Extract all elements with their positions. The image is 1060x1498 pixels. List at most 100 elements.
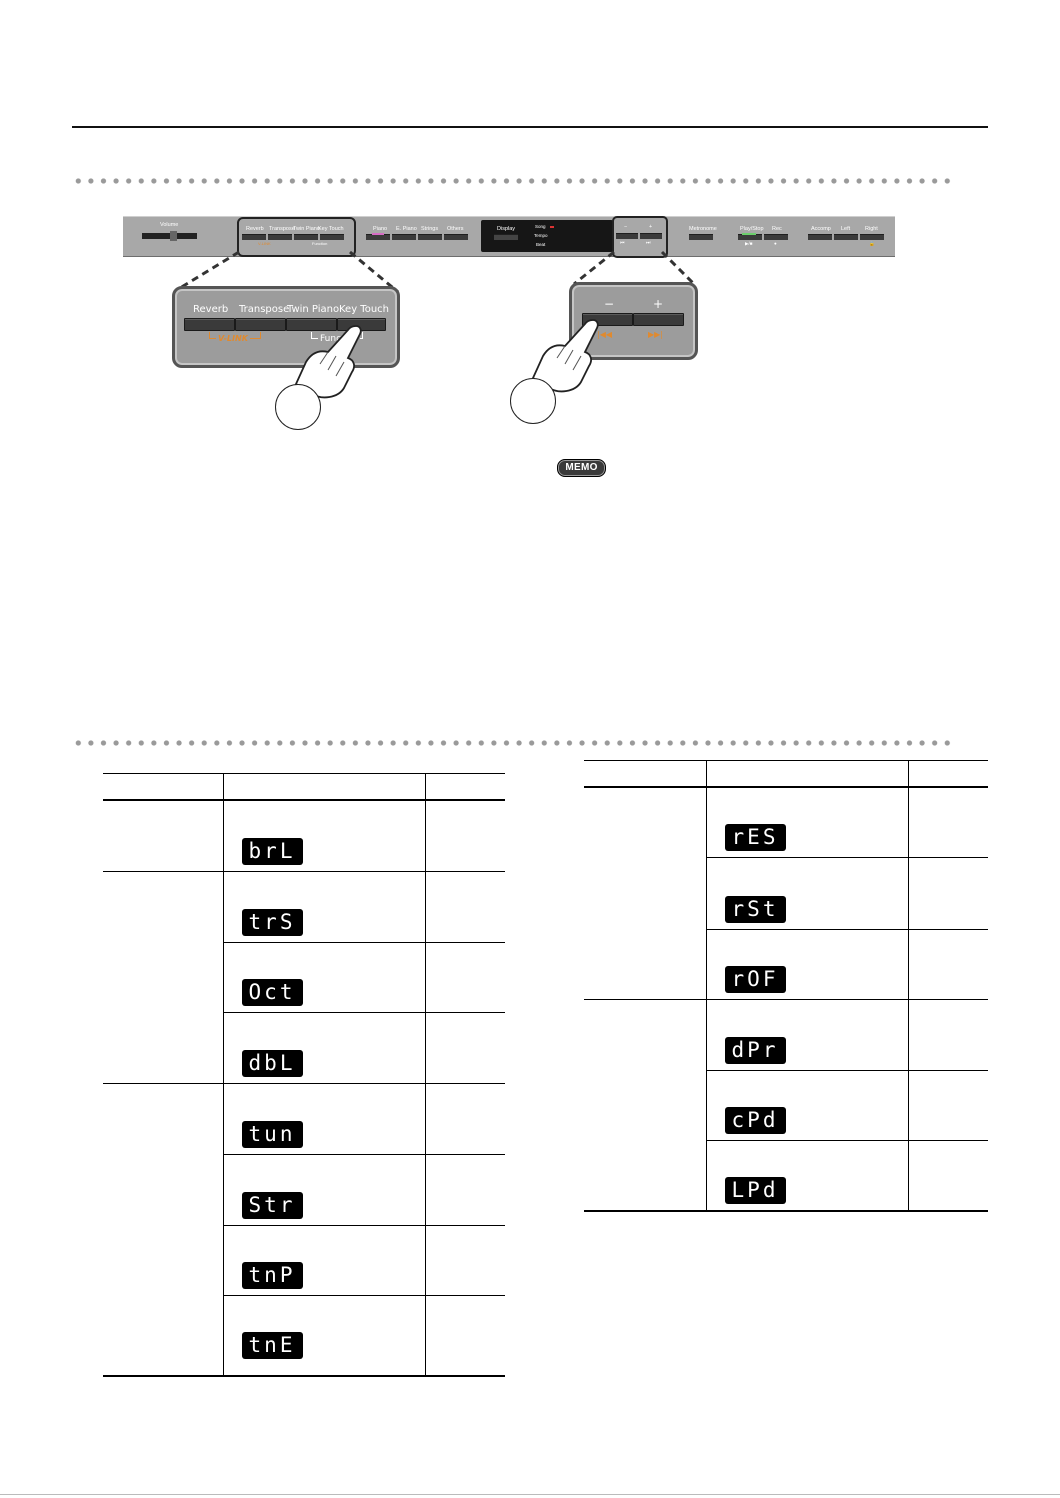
callout-leaders xyxy=(179,250,696,294)
panel-function-label: Function xyxy=(312,241,328,246)
panel-keytouch-label: Key Touch xyxy=(318,226,344,232)
lcd-display: rOF xyxy=(724,965,786,993)
panel-others-label: Others xyxy=(447,226,464,232)
table-row: tnP xyxy=(103,1224,505,1295)
panel-piano-label: Piano xyxy=(373,226,388,232)
lcd-display: brL xyxy=(241,837,303,865)
memo-badge: MEMO xyxy=(557,459,606,477)
panel-right-label: Right xyxy=(865,226,878,232)
panel-twinpiano-label: Twin Piano xyxy=(293,226,320,232)
panel-accomp-button[interactable] xyxy=(808,234,832,240)
step-circle xyxy=(275,384,321,430)
header-cell xyxy=(706,760,909,788)
header-cell xyxy=(908,760,988,788)
table-row: Str xyxy=(103,1153,505,1225)
display-mode-song: Song xyxy=(535,224,546,229)
header-cell xyxy=(425,773,505,801)
display-mode-tempo: Tempo xyxy=(534,233,548,238)
callout-twinpiano-button[interactable] xyxy=(286,318,337,331)
table-row: tnE xyxy=(103,1294,505,1377)
table-row: dbL xyxy=(103,1011,505,1083)
piano-led xyxy=(372,233,384,235)
table-row: rOF xyxy=(584,928,988,999)
panel-transpose-label: Transpose xyxy=(269,226,295,232)
highlight-frame xyxy=(612,216,668,258)
panel-rec-button[interactable] xyxy=(764,234,788,240)
panel-minus-label: − xyxy=(624,224,628,230)
volume-label: Volume xyxy=(160,222,179,228)
callout-plus-button[interactable] xyxy=(633,313,684,326)
panel-left-button[interactable] xyxy=(834,234,858,240)
table-row: dPr xyxy=(584,998,988,1212)
panel-transpose-button[interactable] xyxy=(268,234,292,240)
panel-twinpiano-button[interactable] xyxy=(294,234,318,240)
callout-reverb-label: Reverb xyxy=(193,304,229,315)
hand-pointer-icon xyxy=(531,319,599,393)
panel-epiano-label: E. Piano xyxy=(396,226,417,232)
lcd-display: rES xyxy=(724,823,786,851)
panel-right-button[interactable] xyxy=(860,234,884,240)
panel-reverb-label: Reverb xyxy=(246,226,264,232)
lcd-display: rSt xyxy=(724,895,786,923)
panel-playstop-symbol: ▶/■ xyxy=(745,241,753,246)
panel-epiano-button[interactable] xyxy=(392,234,416,240)
table-row: tun xyxy=(103,1082,505,1377)
table-row: rES xyxy=(584,787,988,999)
lcd-display: dPr xyxy=(724,1036,786,1064)
header-cell xyxy=(223,773,426,801)
highlight-frame xyxy=(237,217,356,257)
panel-rec-label: Rec xyxy=(772,226,782,232)
display-mode-beat: Beat xyxy=(536,242,546,247)
table-row: Oct xyxy=(103,941,505,1012)
callout-reverb-button[interactable] xyxy=(184,318,235,331)
panel-metronome-label: Metronome xyxy=(689,226,717,232)
dotted-separator xyxy=(72,740,956,746)
panel-metronome-button[interactable] xyxy=(689,234,713,240)
panel-minus-button[interactable] xyxy=(616,233,638,239)
panel-left-label: Left xyxy=(841,226,851,232)
panel-others-button[interactable] xyxy=(444,234,468,240)
volume-knob[interactable] xyxy=(170,231,177,241)
step-circle xyxy=(510,378,556,424)
panel-reverb-button[interactable] xyxy=(242,234,266,240)
lcd-display: Oct xyxy=(241,978,303,1006)
panel-accomp-label: Accomp xyxy=(811,226,831,232)
header-cell xyxy=(103,773,224,801)
callout-rewind-label: |◀◀ xyxy=(597,330,612,339)
table-row: LPd xyxy=(584,1139,988,1212)
panel-rec-symbol: ● xyxy=(774,241,777,246)
panel-keytouch-button[interactable] xyxy=(320,234,344,240)
panel-plus-button[interactable] xyxy=(640,233,662,239)
lock-icon: 🔒 xyxy=(869,241,875,246)
lcd-display: trS xyxy=(241,908,303,936)
callout-minus-label: − xyxy=(604,297,615,311)
function-table-right: rES rSt rOF dPr cPd LPd xyxy=(584,760,988,1212)
song-led xyxy=(550,226,554,228)
callout-vlink-label: V-LINK xyxy=(216,334,250,343)
callout-keytouch-label: Key Touch xyxy=(339,304,390,315)
play-led xyxy=(742,233,756,235)
lcd-display: tun xyxy=(241,1120,303,1148)
table-row: rSt xyxy=(584,856,988,929)
callout-transpose-button[interactable] xyxy=(235,318,286,331)
panel-rewind-label: ⏮ xyxy=(620,240,625,246)
lcd-display: tnE xyxy=(241,1332,303,1359)
table-header-row xyxy=(584,760,988,788)
volume-slider[interactable] xyxy=(142,233,197,239)
lcd-display: tnP xyxy=(241,1261,303,1289)
panel-vlink-label: V-LINK xyxy=(258,241,271,246)
panel-strings-button[interactable] xyxy=(418,234,442,240)
table-row: trS xyxy=(103,870,505,1083)
lcd-display: Str xyxy=(241,1191,303,1219)
panel-strings-label: Strings xyxy=(421,226,439,232)
lcd-display: LPd xyxy=(724,1177,786,1204)
panel-playstop-label: Play/Stop xyxy=(740,226,764,232)
display-label: Display xyxy=(497,226,516,232)
footer-rule xyxy=(0,1494,1060,1495)
lcd-display: cPd xyxy=(724,1106,786,1134)
table-header-row xyxy=(103,773,505,801)
lcd-display: dbL xyxy=(241,1049,303,1077)
header-cell xyxy=(584,760,707,788)
display-button[interactable] xyxy=(494,234,518,240)
table-row: cPd xyxy=(584,1069,988,1140)
